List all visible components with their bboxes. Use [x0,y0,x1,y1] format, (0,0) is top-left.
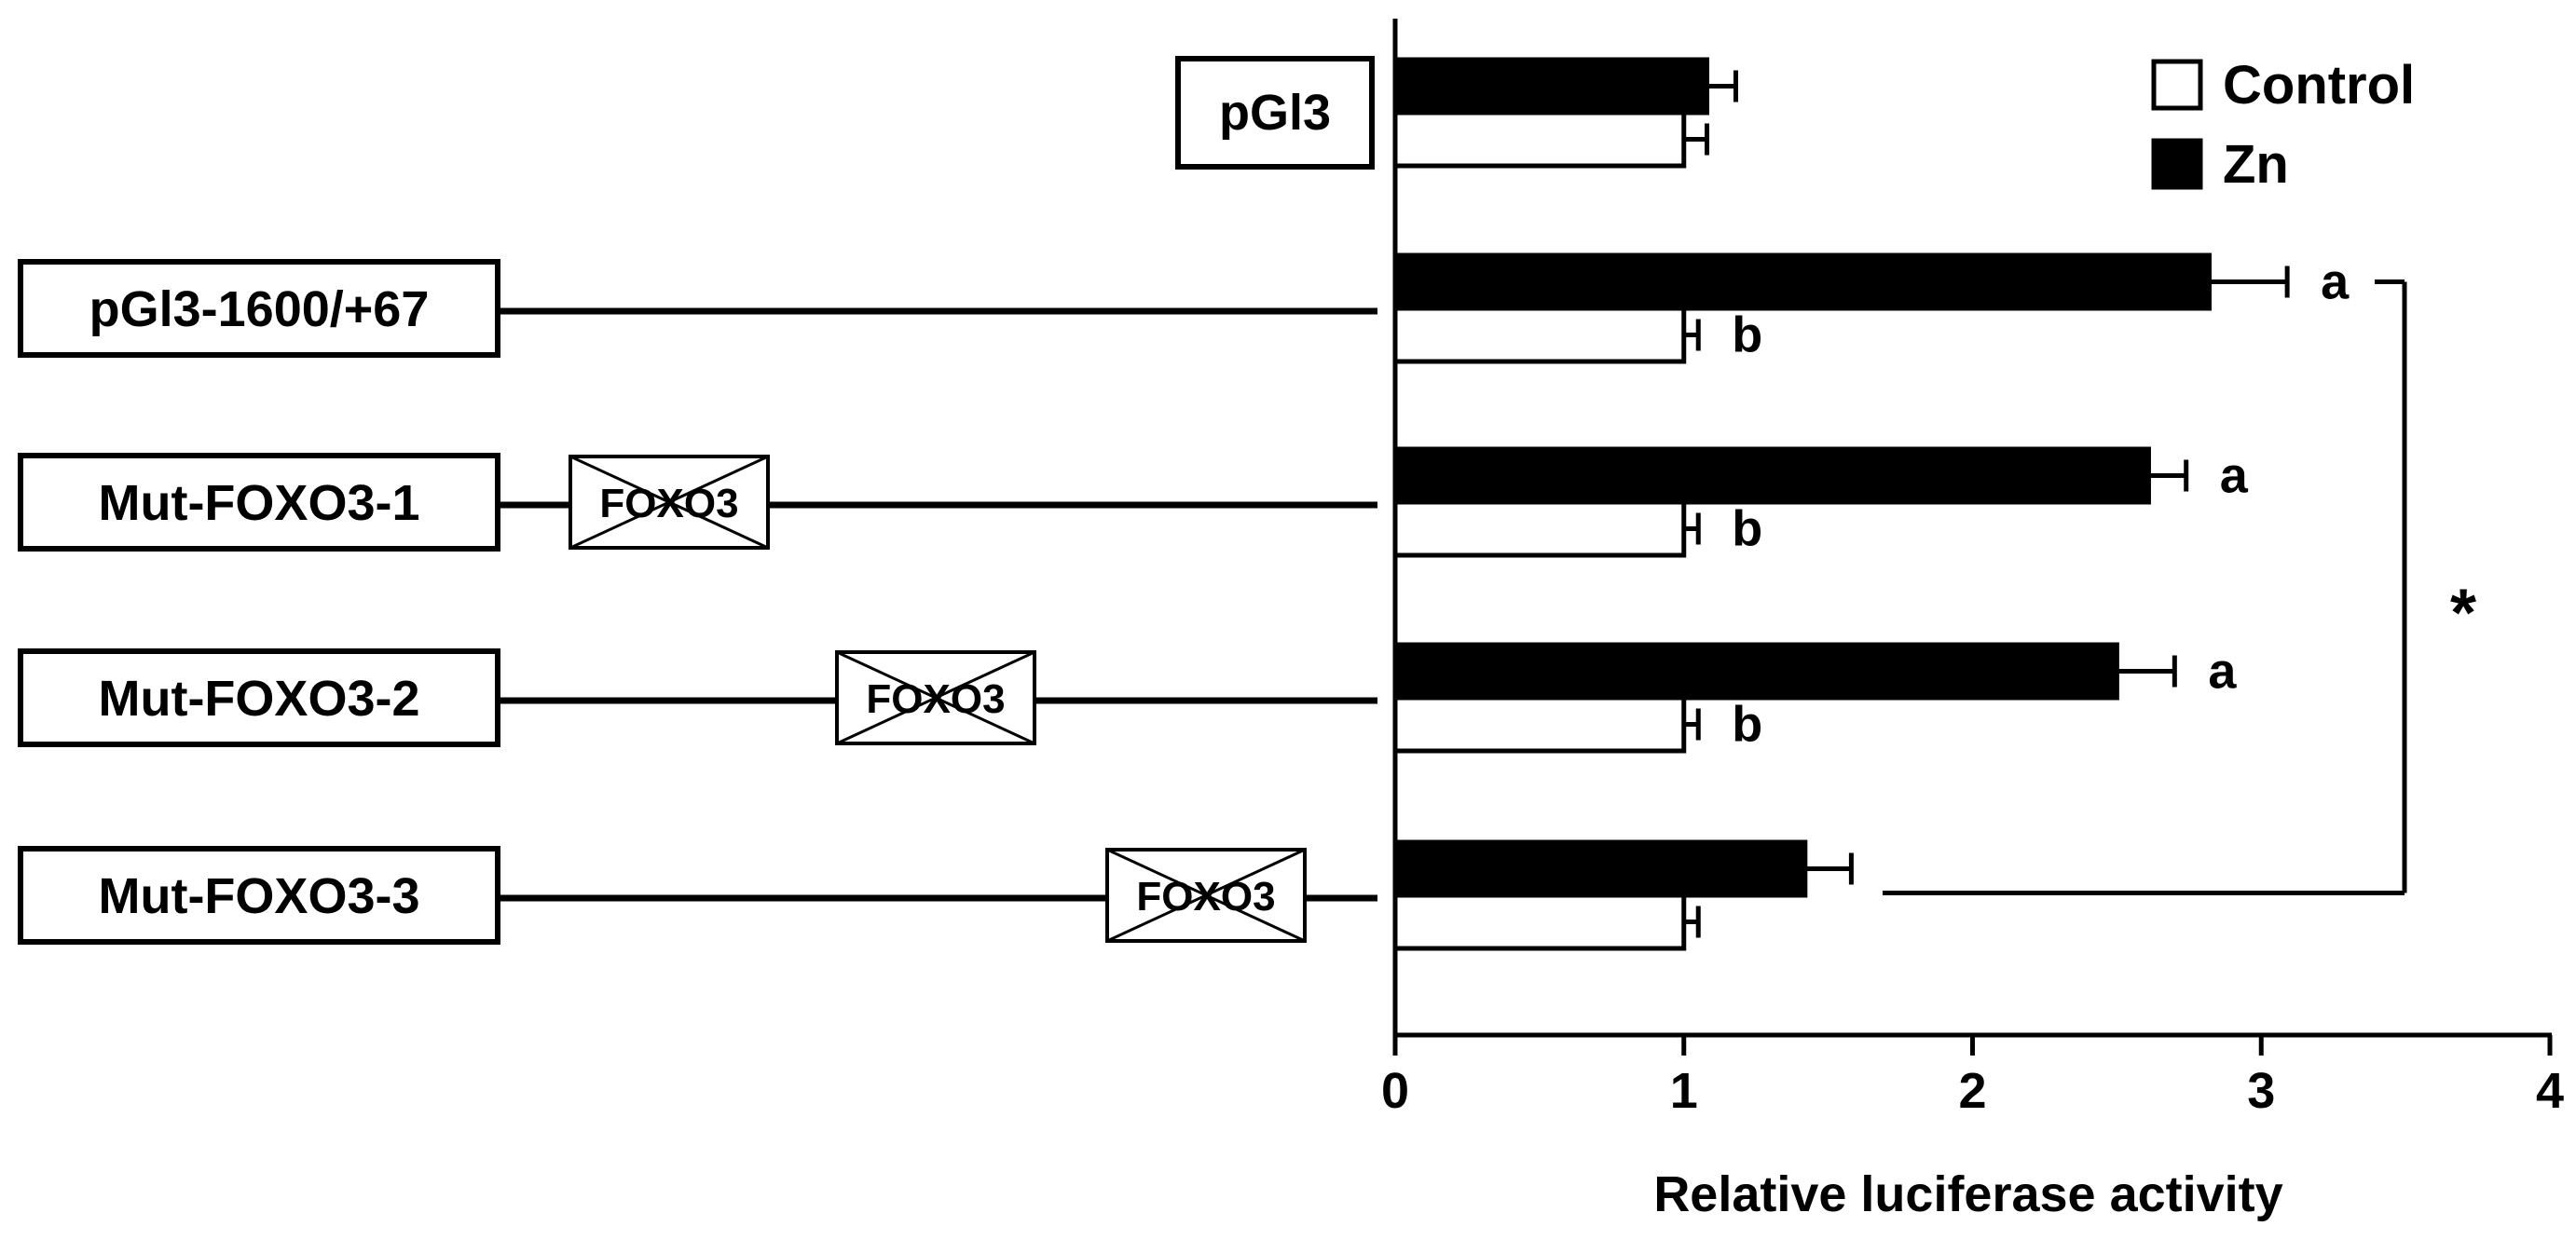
mutated-site-label: FOXO3 [599,481,738,526]
mutation-cross [569,455,769,550]
construct-label-5: Mut-FOXO3-3 [99,868,420,924]
bar-control [1392,695,1687,754]
bar-control [1392,893,1687,951]
significance-letter: a [2321,254,2350,310]
construct-label-4: Mut-FOXO3-2 [99,671,420,727]
x-tick-label: 2 [1958,1063,1986,1119]
construct-label-1: pGl3 [1219,85,1331,141]
x-axis-title: Relative luciferase activity [1653,1166,2282,1222]
x-tick-label: 4 [2536,1063,2564,1119]
significance-letter: a [2208,644,2237,700]
x-tick-label: 1 [1670,1063,1698,1119]
mutated-site-label: FOXO3 [1136,874,1275,920]
legend-label-zn: Zn [2223,134,2289,195]
legend-swatch-zn [2151,138,2203,190]
construct-box [18,259,500,358]
x-tick-label: 3 [2247,1063,2275,1119]
construct-label-2: pGl3-1600/+67 [89,281,430,337]
legend-swatch-control [2151,59,2203,111]
significance-letter: a [2220,448,2249,504]
axes: 0 1 2 3 4 [1381,19,2564,1119]
significance-letter: b [1732,501,1762,557]
significance-letter: b [1732,697,1762,753]
construct-box [18,648,500,747]
x-tick-label: 0 [1381,1063,1409,1119]
significance-asterisk: * [2450,577,2476,651]
mutation-cross [836,650,1035,745]
mutated-site-label: FOXO3 [866,676,1005,722]
significance-letter: b [1732,307,1762,363]
bar-zn [1392,642,2119,701]
bar-zn [1392,252,2212,311]
bar-control [1392,110,1687,169]
annotations: * [1883,279,2476,895]
bar-control [1392,306,1687,364]
construct-box [1175,56,1375,170]
bar-control [1392,499,1687,558]
bar-zn [1392,446,2151,505]
construct-box [18,453,500,552]
construct-box [18,846,500,945]
construct-label-3: Mut-FOXO3-1 [99,475,420,531]
bar-zn [1392,839,1808,898]
bars: a b a b a b [1392,57,2350,951]
legend-label-control: Control [2223,55,2415,116]
bar-zn [1392,57,1710,116]
mutation-cross [1106,848,1306,943]
